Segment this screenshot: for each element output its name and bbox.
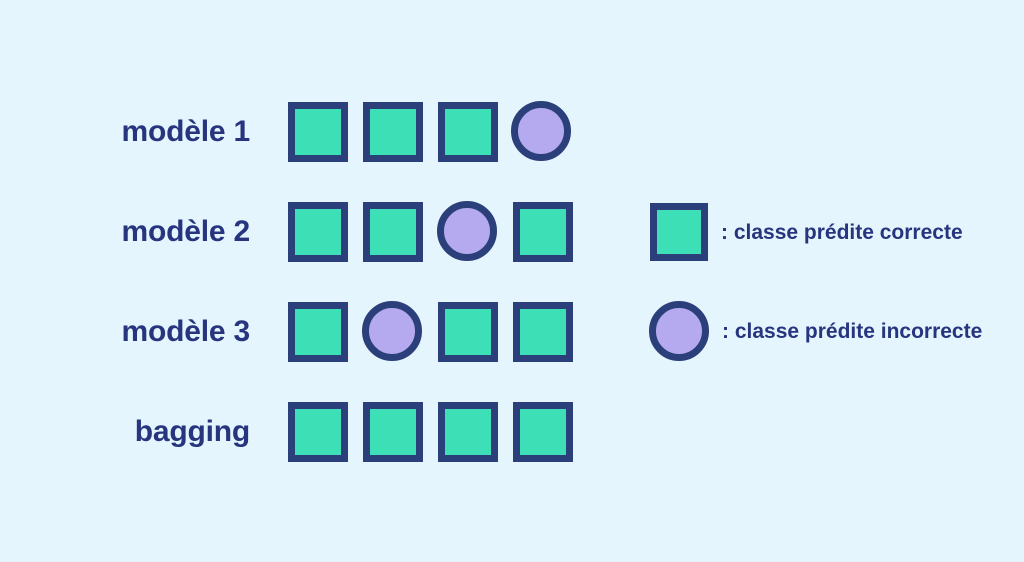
- cell-row3-col4-correct: [513, 302, 573, 362]
- cell-row3-col2-incorrect: [362, 301, 422, 361]
- cell-row4-col3-correct: [438, 402, 498, 462]
- legend-item-correct: : classe prédite correcte: [650, 203, 963, 261]
- cell-row2-col1-correct: [288, 202, 348, 262]
- cell-row1-col2-correct: [363, 102, 423, 162]
- cell-row1-col1-correct: [288, 102, 348, 162]
- row-label-slot: bagging: [0, 401, 250, 463]
- legend-label-correct: : classe prédite correcte: [721, 220, 963, 244]
- cell-row2-col2-correct: [363, 202, 423, 262]
- row-label-modele-3: modèle 3: [121, 315, 251, 348]
- cell-row2-col3-incorrect: [437, 201, 497, 261]
- legend-square-icon: [650, 203, 708, 261]
- legend-circle-icon: [649, 301, 709, 361]
- cell-row4-col4-correct: [513, 402, 573, 462]
- row-label-modele-1: modèle 1: [121, 115, 251, 148]
- cell-row3-col3-correct: [438, 302, 498, 362]
- cell-row1-col3-correct: [438, 102, 498, 162]
- cell-row3-col1-correct: [288, 302, 348, 362]
- legend-item-incorrect: : classe prédite incorrecte: [649, 301, 982, 361]
- row-label-slot: modèle 3: [0, 301, 251, 363]
- row-label-slot: modèle 1: [0, 101, 251, 163]
- cell-row1-col4-incorrect: [511, 101, 571, 161]
- cell-row2-col4-correct: [513, 202, 573, 262]
- cell-row4-col1-correct: [288, 402, 348, 462]
- row-label-bagging: bagging: [134, 415, 250, 448]
- row-label-slot: modèle 2: [0, 201, 251, 263]
- legend-label-incorrect: : classe prédite incorrecte: [722, 319, 983, 343]
- cell-row4-col2-correct: [363, 402, 423, 462]
- row-label-modele-2: modèle 2: [121, 215, 251, 248]
